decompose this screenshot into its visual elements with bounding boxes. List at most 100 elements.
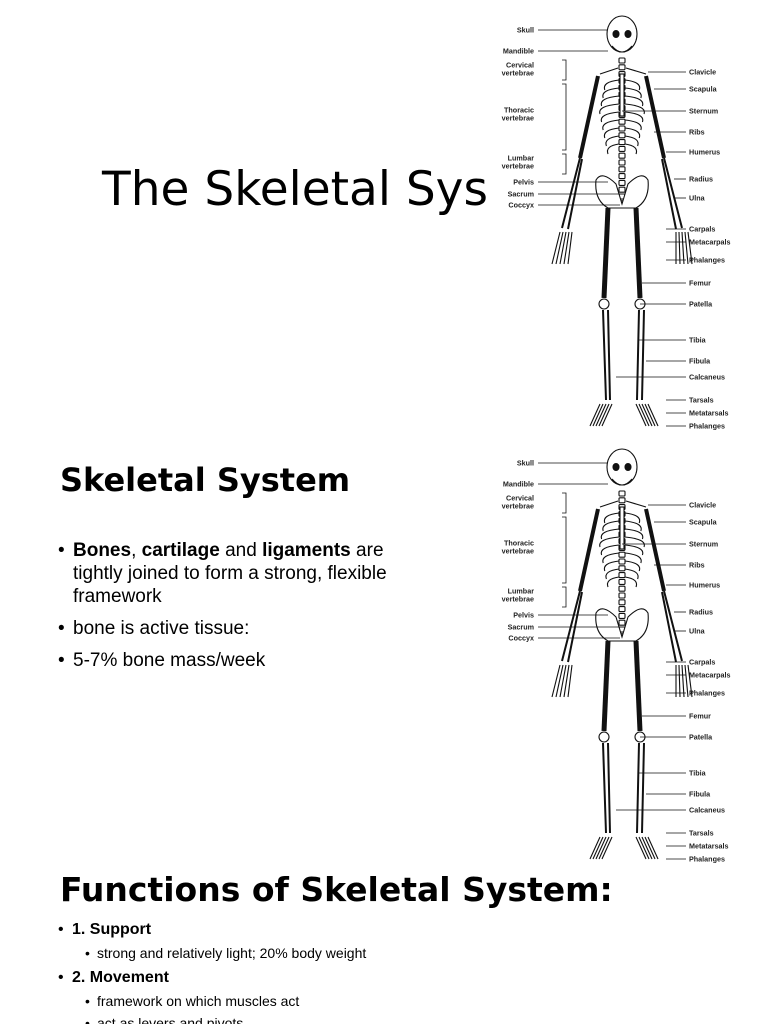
bone-label: Mandible <box>503 47 534 56</box>
rib-shape <box>624 95 644 107</box>
forearm-shape <box>661 157 683 230</box>
bone-label: Tibia <box>689 769 707 778</box>
finger-shape <box>678 231 681 265</box>
function-group: 2. Movement framework on which muscles a… <box>58 968 366 1024</box>
bone-label: Mandible <box>503 480 534 489</box>
bone-label: Thoracic <box>504 106 534 115</box>
bullet-item: Bones, cartilage and ligaments are tight… <box>58 539 418 608</box>
bone-label: Coccyx <box>508 634 534 643</box>
bone-label: Cervical <box>506 61 534 70</box>
slide-functions: Functions of Skeletal System: 1. Support… <box>0 866 768 1024</box>
bone-label: Phalanges <box>689 855 725 864</box>
finger-shape <box>551 231 561 265</box>
patella-shape <box>598 731 610 743</box>
toe-shape <box>598 836 610 860</box>
vertebra-shape <box>618 152 626 159</box>
pelvis-shape <box>595 608 649 642</box>
function-detail: strong and relatively light; 20% body we… <box>85 942 366 964</box>
vertebra-shape <box>618 179 626 186</box>
bullet-text: are tightly joined to form a strong, fle… <box>73 540 387 607</box>
rib-shape <box>624 536 645 548</box>
slide-heading: Functions of Skeletal System: <box>60 870 613 909</box>
finger-shape <box>555 664 564 698</box>
femur-shape <box>601 207 611 299</box>
rib-shape <box>603 127 620 139</box>
rib-shape <box>624 103 645 115</box>
slide-heading: Skeletal System <box>60 461 351 499</box>
bone-label: Metatarsals <box>689 842 729 851</box>
eye-socket <box>624 462 632 472</box>
bone-label: Clavicle <box>689 68 716 77</box>
sternum-shape <box>619 506 625 550</box>
bone-label: vertebrae <box>502 547 534 556</box>
rib-shape <box>599 103 620 115</box>
eye-socket <box>612 462 620 472</box>
region-bracket <box>562 492 567 514</box>
rib-shape <box>624 111 644 123</box>
vertebra-shape <box>618 490 626 497</box>
toe-shape <box>644 403 656 427</box>
finger-shape <box>681 231 685 265</box>
finger-shape <box>678 664 681 698</box>
toe-shape <box>638 836 650 860</box>
bone-label: Phalanges <box>689 422 725 431</box>
bone-label: Tibia <box>689 336 707 345</box>
bone-label: Sternum <box>689 540 718 549</box>
bone-label: Carpals <box>689 225 715 234</box>
bone-label: Ulna <box>689 627 706 636</box>
bone-label: vertebrae <box>502 114 534 123</box>
finger-shape <box>563 231 570 265</box>
toe-shape <box>647 836 659 860</box>
vertebra-shape <box>618 159 626 166</box>
skeleton-bones <box>551 15 693 427</box>
bullet-item: 5-7% bone mass/week <box>58 649 418 672</box>
bone-label: Lumbar <box>508 154 535 163</box>
function-detail: act as levers and pivots <box>85 1012 366 1024</box>
vertebra-shape <box>618 551 626 558</box>
rib-shape <box>624 560 641 572</box>
rib-shape <box>602 87 620 99</box>
femur-shape <box>633 207 643 299</box>
bone-label: vertebrae <box>502 162 534 171</box>
function-sublist: strong and relatively light; 20% body we… <box>85 942 366 964</box>
rib-shape <box>603 560 620 572</box>
bone-label: Metacarpals <box>689 238 731 247</box>
rib-shape <box>605 135 620 147</box>
tibia-shape <box>636 309 645 401</box>
vertebra-shape <box>618 565 626 572</box>
bone-label: Sternum <box>689 107 718 116</box>
humerus-shape <box>578 75 600 159</box>
finger-shape <box>559 231 567 265</box>
rib-shape <box>624 576 638 588</box>
rib-shape <box>602 520 620 532</box>
bone-label: Carpals <box>689 658 715 667</box>
pelvis-shape <box>595 175 649 209</box>
finger-shape <box>681 664 685 698</box>
rib-shape <box>624 568 639 580</box>
skeleton-svg: SkullMandibleCervicalvertebraeThoracicve… <box>502 15 731 431</box>
vertebra-shape <box>618 173 626 180</box>
vertebra-shape <box>618 166 626 173</box>
toe-shape <box>641 403 653 427</box>
rib-shape <box>624 552 642 564</box>
bone-label: Patella <box>689 733 713 742</box>
bone-label: vertebrae <box>502 502 534 511</box>
finger-shape <box>567 231 573 265</box>
bone-label: Phalanges <box>689 689 725 698</box>
finger-shape <box>555 231 564 265</box>
eye-socket <box>624 29 632 39</box>
toe-shape <box>589 836 601 860</box>
term-ligaments: ligaments <box>262 540 351 561</box>
toe-shape <box>595 403 607 427</box>
rib-shape <box>605 568 620 580</box>
bone-label: vertebrae <box>502 595 534 604</box>
vertebra-shape <box>618 592 626 599</box>
slide-title-text: The Skeletal Sys <box>102 162 488 217</box>
vertebra-shape <box>618 599 626 606</box>
sternum-shape <box>619 73 625 117</box>
forearm-shape <box>561 157 583 230</box>
separator: and <box>219 540 263 561</box>
bone-label: Cervical <box>506 494 534 503</box>
bone-label: Pelvis <box>513 611 534 620</box>
